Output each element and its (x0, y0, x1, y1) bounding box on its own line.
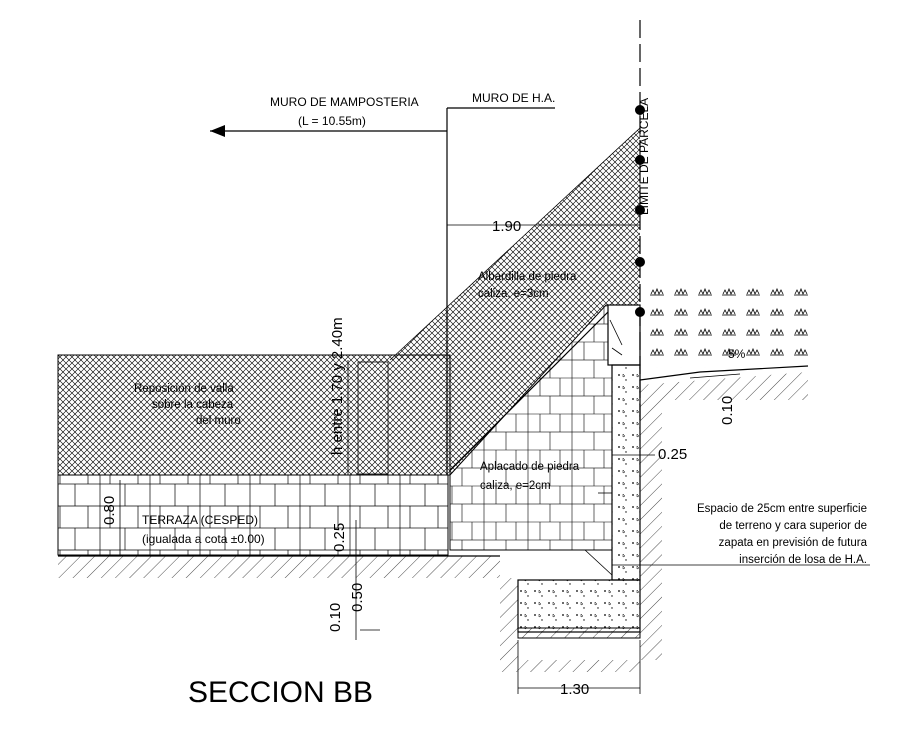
fence-mesh-slope (390, 128, 640, 475)
label-albardilla-2: caliza, e=3cm (478, 288, 549, 300)
label-muro-mamposteria-length: (L = 10.55m) (298, 114, 366, 128)
masonry-wall (57, 474, 449, 556)
label-espacio-1: Espacio de 25cm entre superficie (697, 503, 867, 515)
label-espacio-4: inserción de losa de H.A. (739, 554, 867, 566)
label-muro-ha: MURO DE H.A. (472, 91, 555, 105)
dim-010-right: 0.10 (719, 396, 736, 425)
label-terraza-2: (igualada a cota ±0.00) (142, 532, 265, 546)
label-reposicion-3: del muro (196, 415, 241, 427)
label-aplacado-2: caliza, e=2cm (480, 480, 551, 492)
grass-area (640, 278, 808, 368)
label-espacio-2: de terreno y cara superior de (719, 520, 867, 532)
fence-mesh-left (57, 354, 451, 476)
label-muro-mamposteria: MURO DE MAMPOSTERIA (270, 95, 419, 109)
ground-hatch-left (58, 556, 500, 578)
dim-010-left: 0.10 (327, 603, 344, 632)
section-title: SECCION BB (188, 676, 373, 709)
ground-hatch-pit (500, 578, 640, 672)
concrete-wall (611, 364, 641, 581)
dim-130: 1.30 (560, 681, 589, 698)
capstone (607, 304, 641, 366)
dim-080: 0.80 (101, 496, 118, 525)
label-aplacado-1: Aplacado de piedra (480, 461, 580, 473)
label-albardilla-1: Albardilla de piedra (478, 271, 577, 283)
label-limite-parcela: LIMITE DE PARCELA (637, 98, 651, 215)
label-reposicion-2: sobre la cabeza (152, 399, 234, 411)
label-reposicion-1: Reposición de valla (134, 383, 234, 395)
ground-hatch-right (640, 372, 808, 660)
dim-025-right: 0.25 (658, 446, 687, 463)
dim-050: 0.50 (349, 583, 366, 612)
label-terraza-1: TERRAZA (CESPED) (142, 513, 258, 527)
dim-190: 1.90 (492, 218, 521, 235)
footing (517, 579, 641, 633)
label-altura-muro: h entre 1.70 y 2.40m (329, 317, 346, 455)
label-espacio-3: zapata en previsión de futura (719, 537, 868, 549)
label-pendiente: 5% (728, 347, 746, 361)
dim-025-left: 0.25 (331, 523, 348, 552)
